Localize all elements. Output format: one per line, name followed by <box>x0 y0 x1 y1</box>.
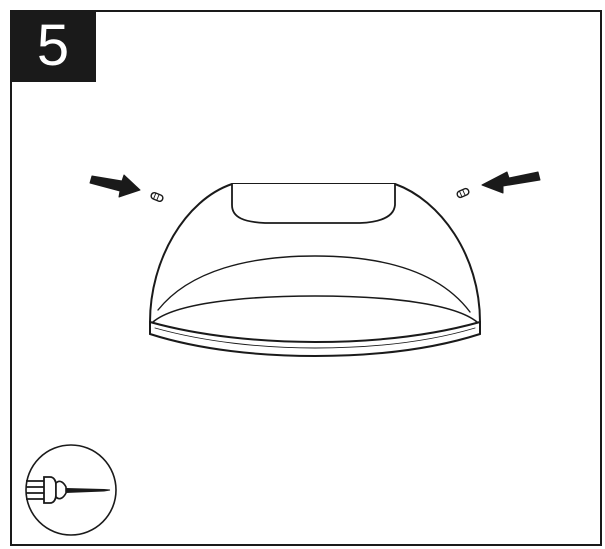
arrow-right-pointing-icon <box>89 174 141 198</box>
phillips-screwdriver-icon <box>25 444 117 536</box>
screw-icon <box>456 187 470 199</box>
step-number-badge: 5 <box>10 10 96 82</box>
arrow-left-pointing-icon <box>481 171 541 194</box>
screw-icon <box>150 191 164 203</box>
instruction-panel <box>10 10 602 546</box>
glass-shade <box>149 183 481 357</box>
step-number: 5 <box>36 13 70 78</box>
